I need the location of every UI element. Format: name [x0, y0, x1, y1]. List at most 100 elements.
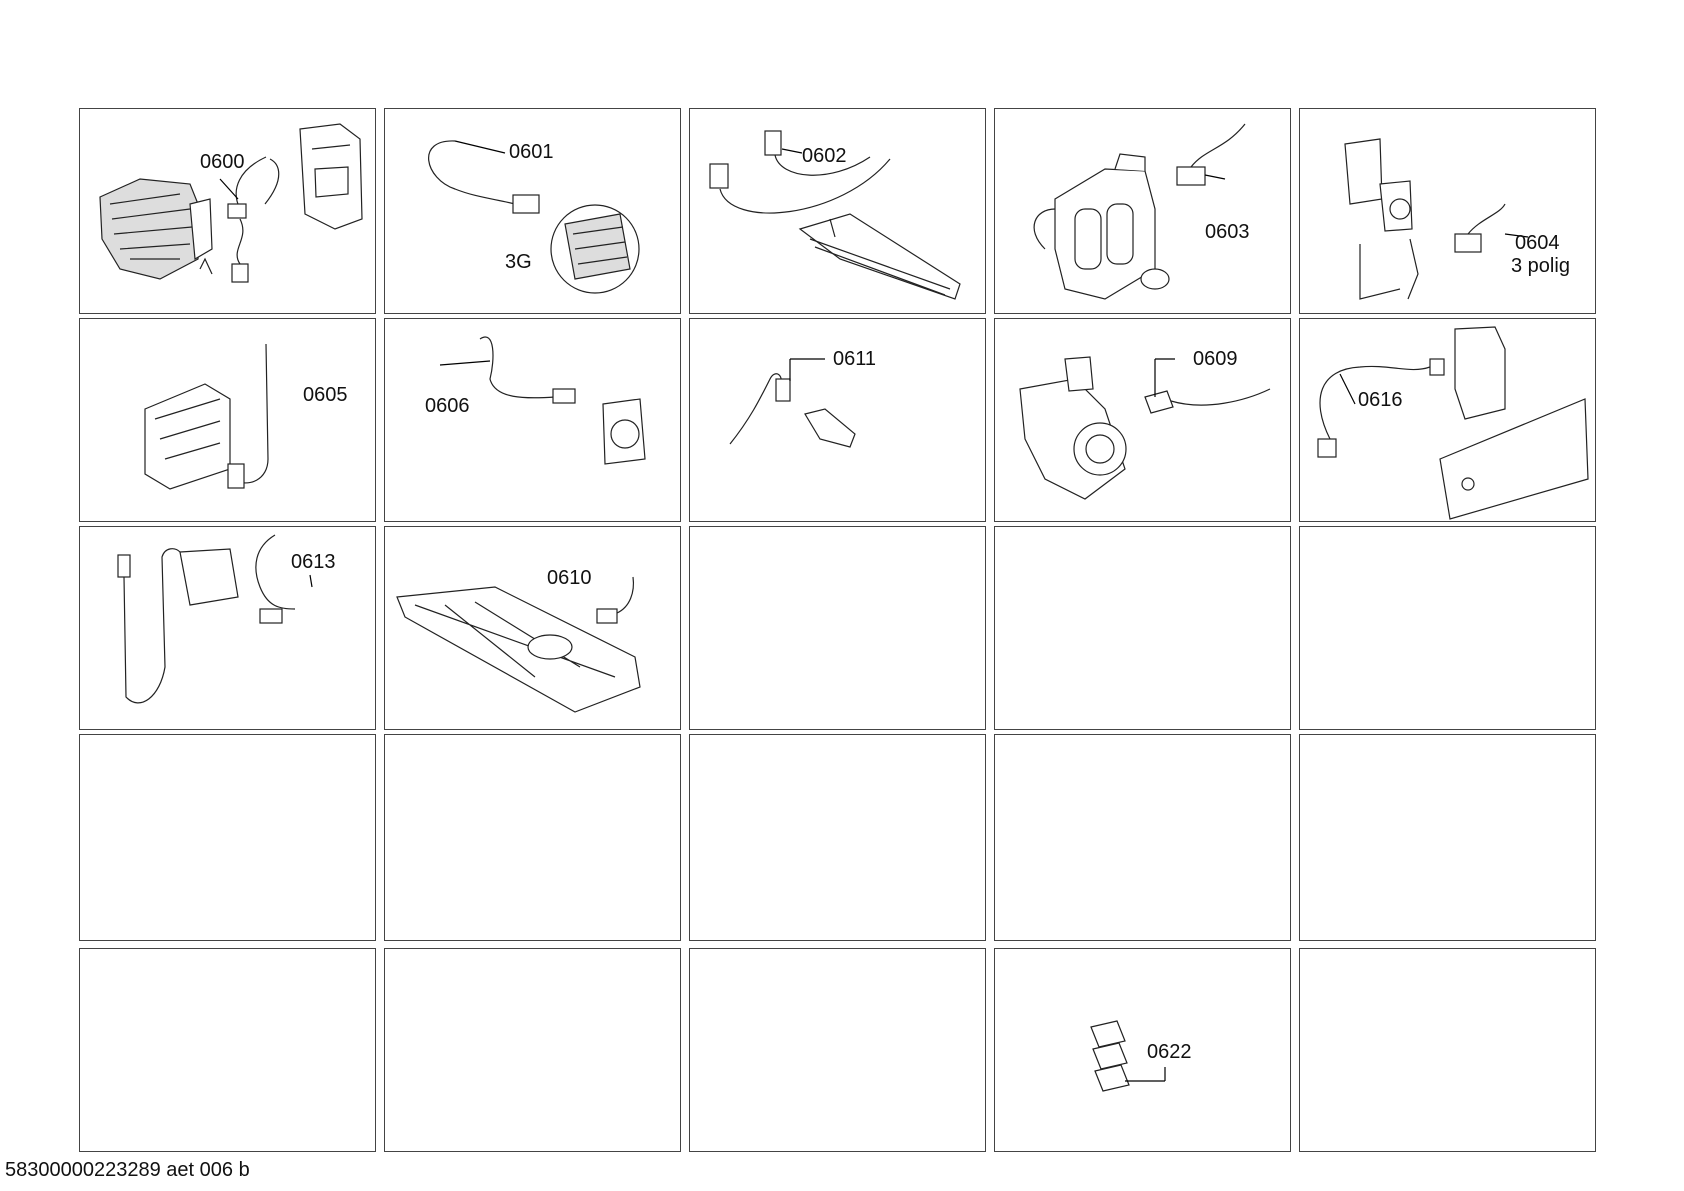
connector-0604 — [1454, 233, 1482, 253]
connector-0609 — [1144, 390, 1174, 414]
wire-0600 — [236, 218, 244, 265]
connector-0610 — [596, 608, 618, 624]
empty-cell-r3c4 — [994, 526, 1291, 730]
inlet-valve-drawing — [1033, 123, 1246, 300]
control-panel-frame-drawing — [396, 576, 641, 713]
cable-0605 — [229, 343, 269, 484]
part-number-0610: 0610 — [547, 567, 592, 589]
module-0616 — [1454, 326, 1506, 420]
connector-0616-a — [1429, 358, 1445, 376]
cell-part-0603[interactable]: 0603 — [994, 108, 1291, 314]
connector-0601 — [512, 194, 540, 214]
part-number-0611: 0611 — [833, 348, 877, 370]
part-number-0602: 0602 — [802, 145, 847, 167]
leader-0602 — [781, 148, 803, 154]
housing-cover — [299, 123, 363, 230]
cable-connector-drawing — [428, 140, 640, 294]
drain-pump-drawing — [1019, 356, 1271, 500]
cable-0602 — [719, 154, 891, 214]
cell-part-0601[interactable]: 0601 3G — [384, 108, 681, 314]
connector-0613 — [259, 608, 283, 624]
control-board-0616 — [1439, 398, 1589, 520]
sensor-drawing — [729, 358, 856, 448]
leader-0604 — [1504, 233, 1529, 238]
panel-frame-0610 — [396, 586, 641, 713]
connector-0611 — [775, 378, 791, 402]
cable-0609 — [1170, 388, 1271, 406]
cell-part-0613[interactable]: 0613 — [79, 526, 376, 730]
cell-part-0606[interactable]: 0606 — [384, 318, 681, 522]
cell-part-0616[interactable]: 0616 — [1299, 318, 1596, 522]
valve-outlet-0603 — [1140, 268, 1170, 290]
component-0613 — [179, 548, 239, 606]
empty-cell-r3c5 — [1299, 526, 1596, 730]
cell-part-0600[interactable]: 0600 — [79, 108, 376, 314]
leader-0603 — [1204, 174, 1226, 180]
empty-cell-r5c1 — [79, 948, 376, 1152]
control-board-drawing — [1317, 326, 1589, 520]
sensor-0613 — [117, 554, 131, 578]
switch-dial-0606 — [610, 419, 640, 449]
cable-0606 — [479, 336, 556, 399]
cell-part-0604[interactable]: 0604 3 polig — [1299, 108, 1596, 314]
coil-0603-b — [1106, 203, 1134, 265]
housing-details — [311, 144, 351, 198]
empty-cell-r4c5 — [1299, 734, 1596, 941]
valve-hose-0603 — [1033, 208, 1056, 250]
leader-0616 — [1339, 373, 1356, 405]
wire-0611 — [729, 373, 782, 445]
connector-0605 — [227, 463, 245, 489]
leader-0613 — [309, 574, 313, 588]
part-number-0606: 0606 — [425, 395, 470, 417]
heater-element-0602 — [798, 213, 961, 300]
part-number-0616: 0616 — [1358, 389, 1403, 411]
connector-detail-3g — [564, 213, 631, 280]
valve-connector-drawing — [1344, 138, 1529, 300]
motor-wiring-drawing — [99, 123, 363, 283]
pad-0622-b — [1092, 1042, 1128, 1070]
leader-0601 — [454, 140, 506, 154]
cell-part-0602[interactable]: 0602 — [689, 108, 986, 314]
foam-pads-drawing — [1090, 1020, 1166, 1092]
empty-cell-r4c2 — [384, 734, 681, 941]
valve-coil-0604 — [1344, 138, 1383, 205]
leader-0600 — [219, 178, 239, 200]
cable-0604 — [1467, 203, 1506, 235]
cell-part-0605[interactable]: 0605 — [79, 318, 376, 522]
connector-note-3-polig: 3 polig — [1511, 255, 1570, 277]
part-number-0603: 0603 — [1205, 221, 1250, 243]
cable-0616 — [1319, 365, 1431, 440]
part-number-0600: 0600 — [200, 151, 245, 173]
part-number-0622: 0622 — [1147, 1041, 1192, 1063]
empty-cell-r4c1 — [79, 734, 376, 941]
cell-part-0609[interactable]: 0609 — [994, 318, 1291, 522]
board-knob-0616 — [1461, 477, 1475, 491]
empty-cell-r5c5 — [1299, 948, 1596, 1152]
sensor-body-0611 — [804, 408, 856, 448]
module-details-0605 — [154, 398, 221, 460]
cable-0613-b — [255, 534, 296, 610]
part-number-0609: 0609 — [1193, 348, 1238, 370]
pump-inlet-0609 — [1064, 356, 1094, 392]
motor-ribs — [109, 193, 193, 260]
part-number-0604: 0604 — [1515, 232, 1560, 254]
connector-0606 — [552, 388, 576, 404]
pad-0622-c — [1094, 1064, 1130, 1092]
detail-note-3g: 3G — [505, 251, 532, 273]
valve-port-0604 — [1389, 198, 1411, 220]
pump-filter-0609 — [1073, 422, 1127, 476]
control-module-drawing — [144, 343, 269, 490]
cable-0613-a — [123, 548, 181, 704]
heater-tubes — [809, 218, 951, 296]
document-code: 58300000223289 aet 006 b — [5, 1159, 250, 1181]
cell-part-0610[interactable]: 0610 — [384, 526, 681, 730]
motor-flange — [189, 198, 213, 260]
cell-part-0611[interactable]: 0611 — [689, 318, 986, 522]
cell-part-0622[interactable]: 0622 — [994, 948, 1291, 1152]
bracket-0604 — [1359, 238, 1419, 300]
part-number-0605: 0605 — [303, 384, 348, 406]
coil-0603-a — [1074, 208, 1102, 270]
valve-body-0603 — [1054, 168, 1156, 300]
clip-0600 — [199, 257, 213, 275]
